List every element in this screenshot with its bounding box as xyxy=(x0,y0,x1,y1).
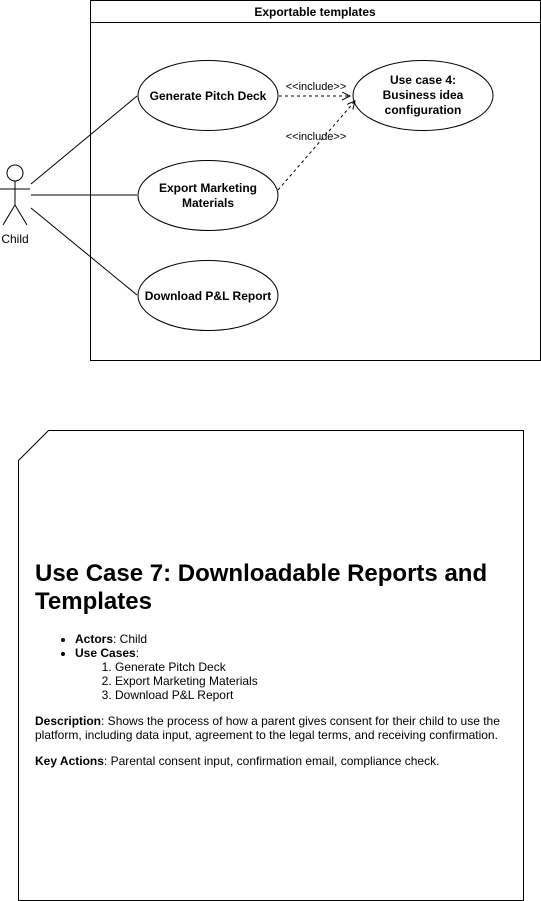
use-cases-colon: : xyxy=(135,646,140,660)
list-item: Generate Pitch Deck xyxy=(115,660,510,674)
note-use-cases-item: Use Cases: Generate Pitch Deck Export Ma… xyxy=(75,646,510,702)
use-case-label: Generate Pitch Deck xyxy=(150,89,267,103)
include-relation-2[interactable]: <<include>> xyxy=(277,101,355,191)
list-item: Export Marketing Materials xyxy=(115,674,510,688)
use-case-4-business-idea-configuration[interactable]: Use case 4: Business idea configuration xyxy=(352,60,494,131)
description-label: Description xyxy=(35,714,102,728)
actors-value: : Child xyxy=(113,632,148,646)
note-description: Description: Shows the process of how a … xyxy=(35,714,510,742)
use-case-label-line-1: Export Marketing xyxy=(159,181,257,195)
include-label: <<include>> xyxy=(286,131,347,143)
use-case-label-line-2: Business idea xyxy=(383,88,464,102)
use-case-label-line-3: configuration xyxy=(385,103,462,117)
note-content: Use Case 7: Downloadable Reports and Tem… xyxy=(35,560,510,780)
include-relation-1[interactable]: <<include>> xyxy=(279,81,350,96)
use-case-download-pl-report[interactable]: Download P&L Report xyxy=(137,260,279,331)
list-item: Download P&L Report xyxy=(115,688,510,702)
actors-label: Actors xyxy=(75,632,114,646)
use-case-generate-pitch-deck[interactable]: Generate Pitch Deck xyxy=(137,60,279,131)
description-value: : Shows the process of how a parent give… xyxy=(35,714,500,742)
association-lines xyxy=(30,95,138,296)
association-generate-pitch-deck xyxy=(30,95,138,185)
include-label: <<include>> xyxy=(286,81,347,93)
use-case-export-marketing-materials[interactable]: Export Marketing Materials xyxy=(137,160,279,231)
note-key-actions: Key Actions: Parental consent input, con… xyxy=(35,754,510,768)
key-actions-label: Key Actions xyxy=(35,754,104,768)
note-title: Use Case 7: Downloadable Reports and Tem… xyxy=(35,560,488,615)
use-cases-label: Use Cases xyxy=(75,646,136,660)
note-actors-item: Actors: Child xyxy=(75,632,510,646)
note-bullet-list: Actors: Child Use Cases: Generate Pitch … xyxy=(35,632,510,702)
association-download-pl xyxy=(30,207,138,296)
use-case-label-line-1: Use case 4: xyxy=(390,73,456,87)
actor-child[interactable]: Child xyxy=(0,164,30,246)
actor-label: Child xyxy=(1,232,28,246)
use-case-label-line-2: Materials xyxy=(182,196,234,210)
system-boundary-title: Exportable templates xyxy=(254,5,376,19)
use-case-numbered-list: Generate Pitch Deck Export Marketing Mat… xyxy=(75,660,510,702)
stick-figure-icon xyxy=(0,164,30,226)
key-actions-value: : Parental consent input, confirmation e… xyxy=(103,754,440,768)
use-case-label: Download P&L Report xyxy=(145,289,271,303)
